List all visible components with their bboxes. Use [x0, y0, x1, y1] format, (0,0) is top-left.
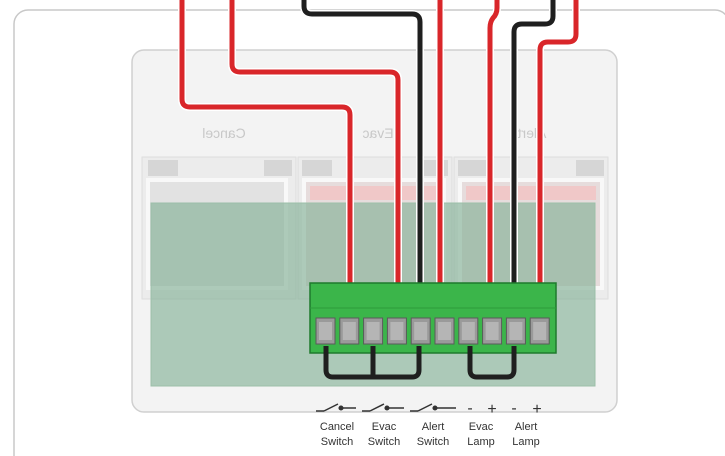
screw-head [319, 322, 332, 340]
screw-head [390, 322, 404, 340]
screw-head [438, 322, 451, 340]
evac-lamp-minus: - [467, 400, 472, 417]
label-evac-switch-line1: Evac [372, 421, 397, 433]
wire-cancel-red [179, 0, 353, 290]
wire-alert-lamp-red [537, 0, 579, 290]
evac-button-label: Evac [362, 125, 393, 141]
screw-head [509, 322, 523, 340]
wire-alert-switch-black [301, 0, 423, 290]
screw-head [342, 322, 356, 340]
label-cancel-switch-line1: Cancel [320, 421, 354, 433]
label-evac-lamp-line2: Lamp [467, 436, 495, 448]
label-alert-switch-line2: Switch [417, 436, 449, 448]
switch-symbol-icon [316, 403, 456, 412]
cancel-button-label: Cancel [202, 125, 246, 141]
wires [178, 0, 580, 290]
wire-alert-lamp-black [511, 0, 556, 290]
screw-head [366, 322, 380, 340]
jumper-links [323, 346, 517, 380]
screw-head [461, 322, 475, 340]
wire-evac-red [229, 0, 401, 290]
screw-head [533, 322, 547, 340]
label-evac-lamp-line1: Evac [469, 421, 494, 433]
label-alert-lamp-line1: Alert [515, 421, 538, 433]
wire-evac-lamp-red [487, 0, 500, 290]
terminal-block [309, 282, 557, 354]
alert-lamp-plus: + [532, 401, 541, 418]
screw-head [414, 322, 428, 340]
label-cancel-switch-line2: Switch [321, 436, 353, 448]
label-alert-switch-line1: Alert [422, 421, 445, 433]
label-evac-switch-line2: Switch [368, 436, 400, 448]
evac-lamp-plus: + [487, 401, 496, 418]
label-alert-lamp-line2: Lamp [512, 436, 540, 448]
alert-lamp-minus: - [511, 400, 516, 417]
screw-head [485, 322, 499, 340]
